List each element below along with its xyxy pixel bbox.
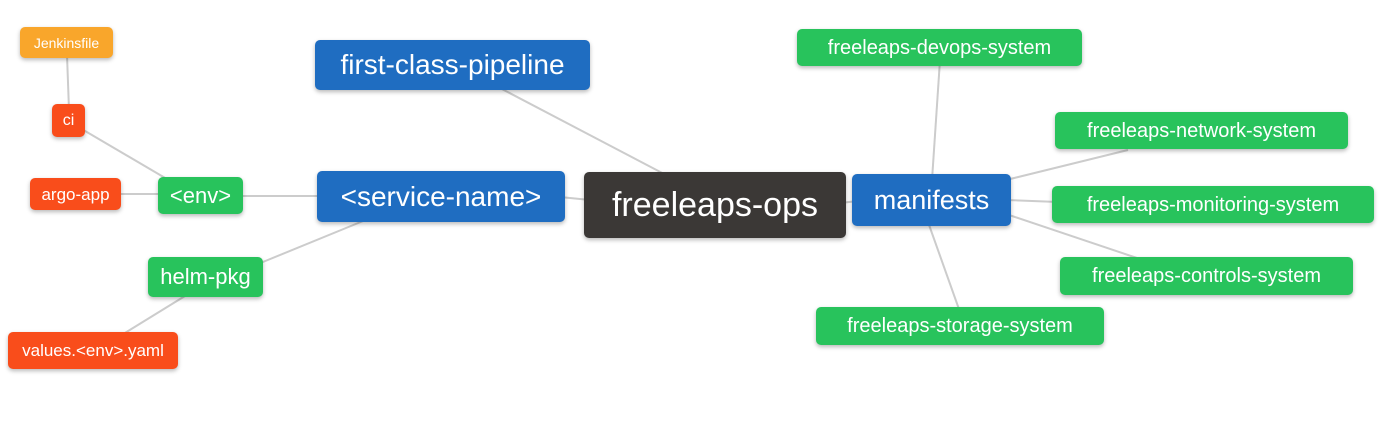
node-jenkinsfile[interactable]: Jenkinsfile (20, 27, 113, 58)
node-freeleaps-controls-system[interactable]: freeleaps-controls-system (1060, 257, 1353, 295)
node-first-class-pipeline[interactable]: first-class-pipeline (315, 40, 590, 90)
edge-helm-pkg-service-name (257, 218, 369, 265)
node-argo-app[interactable]: argo-app (30, 178, 121, 210)
node-freeleaps-monitoring-system[interactable]: freeleaps-monitoring-system (1052, 186, 1374, 223)
edge-manifests-devops (931, 59, 941, 181)
edge-manifests-monitoring (1005, 199, 1059, 203)
node-ci[interactable]: ci (52, 104, 85, 137)
node-values-env-yaml[interactable]: values.<env>.yaml (8, 332, 178, 369)
edge-values-helm-pkg (119, 295, 186, 337)
edge-manifests-network (1005, 149, 1129, 181)
node-freeleaps-devops-system[interactable]: freeleaps-devops-system (797, 29, 1082, 66)
edge-jenkinsfile-ci (66, 54, 70, 111)
node-service-name[interactable]: <service-name> (317, 171, 565, 222)
edge-manifests-storage (927, 221, 961, 313)
node-freeleaps-storage-system[interactable]: freeleaps-storage-system (816, 307, 1104, 345)
node-freeleaps-network-system[interactable]: freeleaps-network-system (1055, 112, 1348, 149)
node-env[interactable]: <env> (158, 177, 243, 214)
node-manifests[interactable]: manifests (852, 174, 1011, 226)
edge-manifests-controls (1005, 213, 1141, 260)
node-helm-pkg[interactable]: helm-pkg (148, 257, 263, 297)
edge-pipeline-freeleaps-ops (499, 87, 669, 177)
edge-ci-env (79, 127, 173, 183)
node-freeleaps-ops[interactable]: freeleaps-ops (584, 172, 846, 238)
